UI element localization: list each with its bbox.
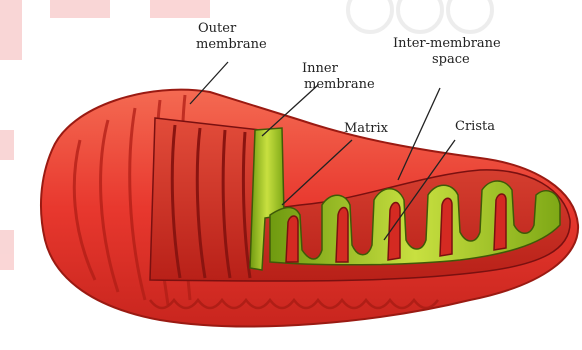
crista-label: Crista — [455, 119, 495, 134]
inter-membrane-space-label: Inter-membrane space — [393, 36, 505, 67]
outer-membrane-label: Outer membrane — [196, 21, 267, 52]
inner-membrane-label: Inner membrane — [302, 61, 375, 92]
matrix-label: Matrix — [344, 121, 389, 136]
